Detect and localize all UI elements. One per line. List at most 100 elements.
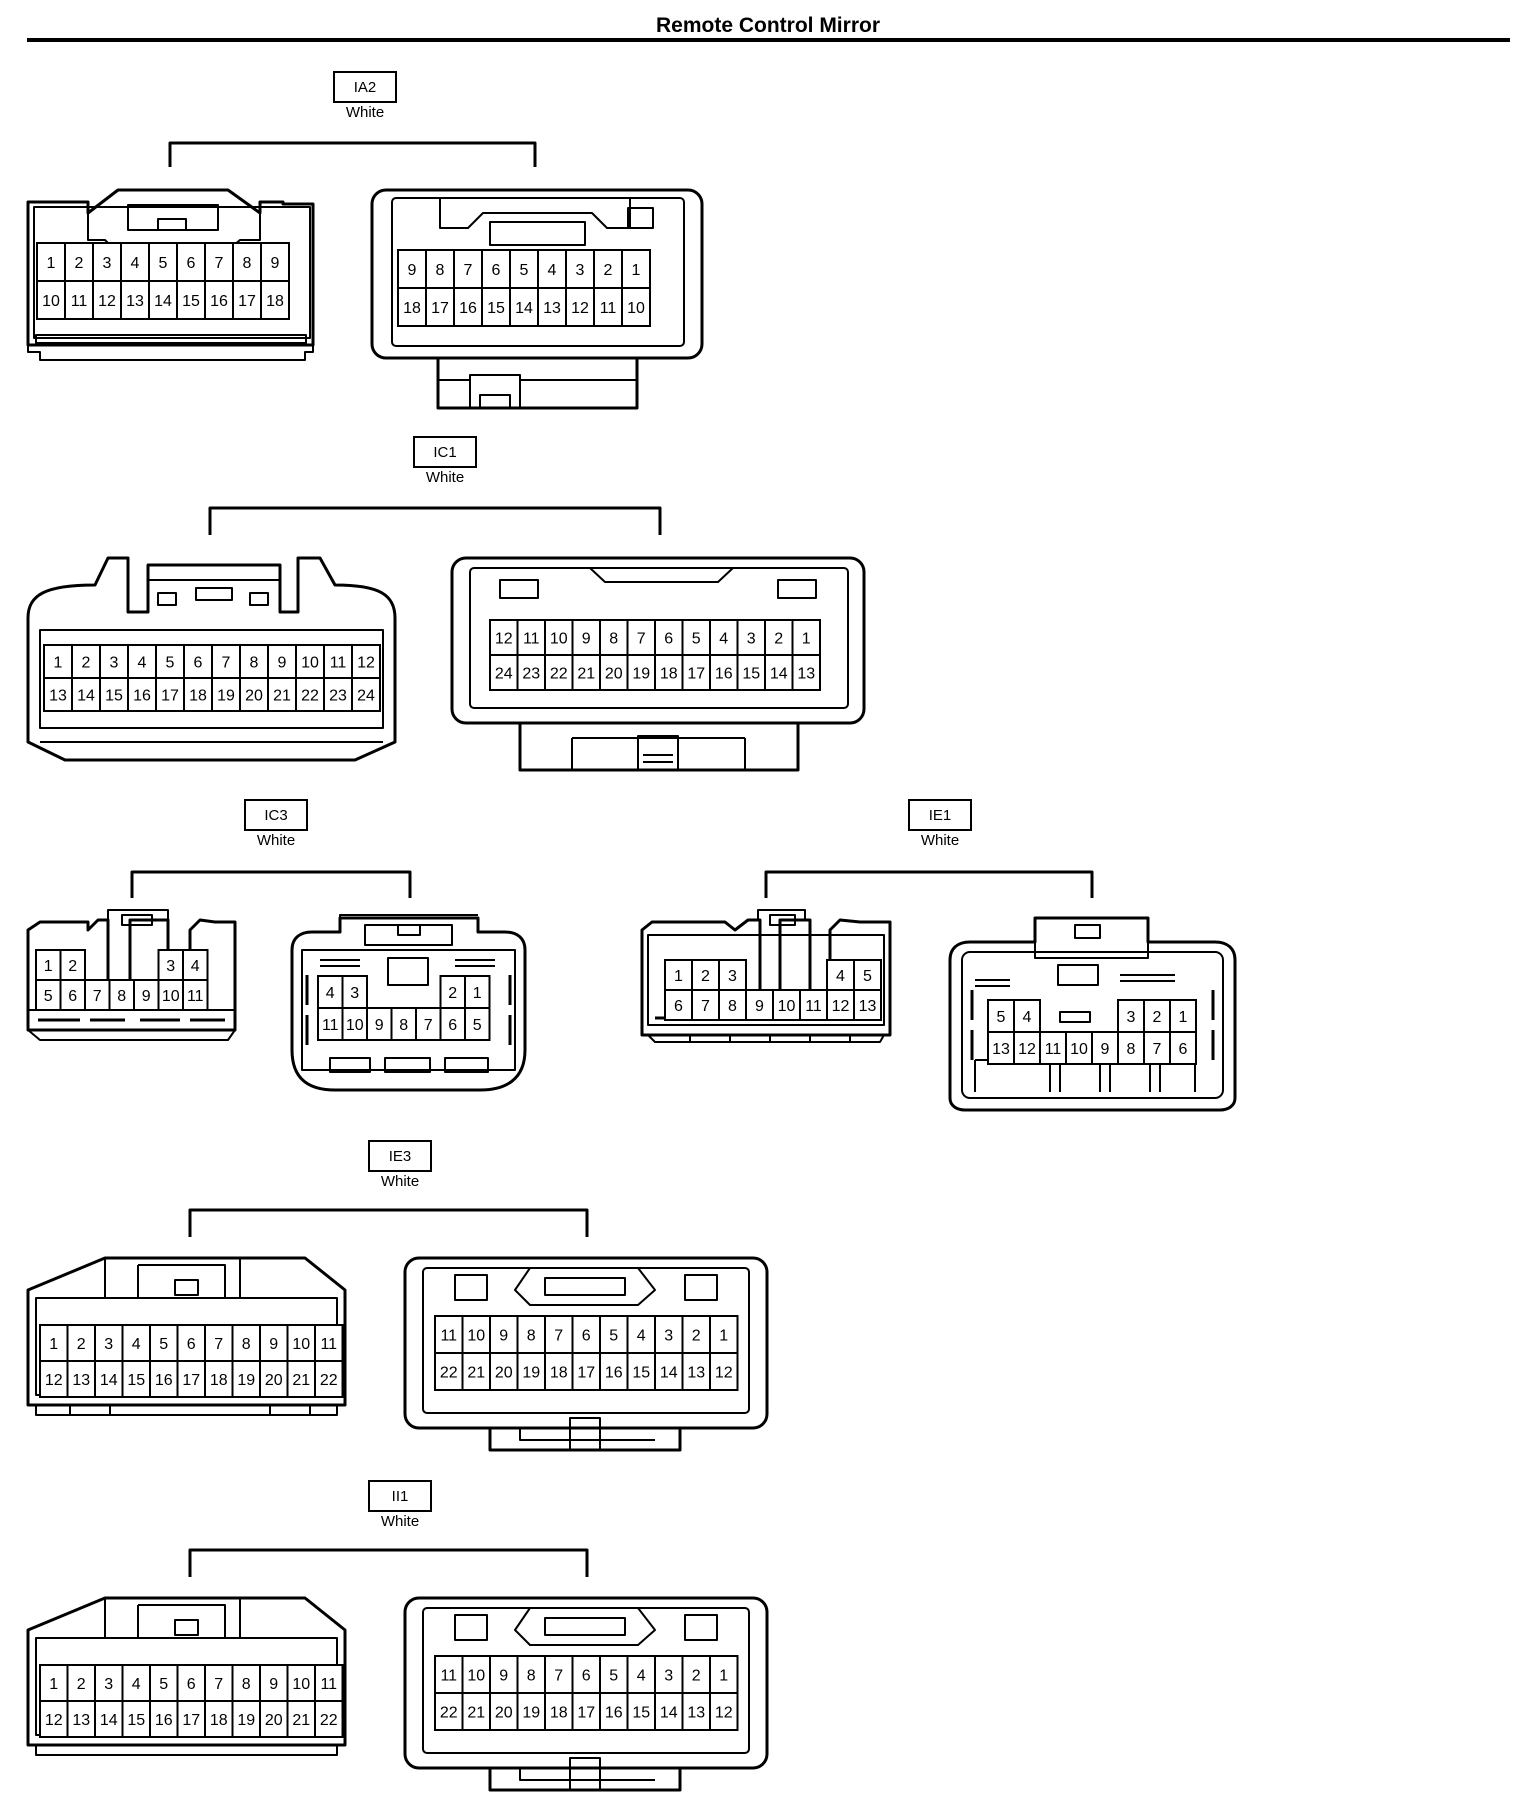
- pin-number: 1: [674, 968, 683, 985]
- pin-cavity: [397, 249, 427, 289]
- pin-cavity: [66, 1700, 96, 1738]
- pin-number: 3: [103, 255, 112, 272]
- pin-number: 18: [550, 1705, 568, 1722]
- pin-number: 13: [687, 1365, 705, 1382]
- pin-number: 9: [1101, 1041, 1110, 1058]
- pin-number: 12: [715, 1705, 733, 1722]
- pin-number: 10: [42, 293, 60, 310]
- connector-id-box-ii1: [368, 1480, 432, 1512]
- pin-number: 18: [210, 1372, 228, 1389]
- pin-number: 1: [632, 262, 641, 279]
- pin-cavity: [176, 1360, 206, 1398]
- pin-number: 7: [214, 1336, 223, 1353]
- pin-cavity: [182, 979, 209, 1011]
- pin-number: 11: [322, 1017, 339, 1034]
- ic3-right-housing: [290, 914, 527, 1092]
- pin-number: 15: [632, 1365, 650, 1382]
- pin-cavity: [425, 287, 455, 327]
- pin-number: 6: [582, 1668, 591, 1685]
- pin-cavity: [489, 654, 519, 691]
- pin-number: 7: [701, 998, 710, 1015]
- pin-number: 12: [571, 300, 589, 317]
- pin-number: 11: [600, 300, 617, 317]
- pin-cavity: [127, 644, 157, 679]
- pin-number: 8: [436, 262, 445, 279]
- connector-ia2: [26, 141, 704, 410]
- pin-number: 8: [728, 998, 737, 1015]
- pin-cavity: [314, 1360, 344, 1398]
- pin-number: 2: [75, 255, 84, 272]
- pin-number: 9: [142, 988, 151, 1005]
- pin-number: 3: [350, 985, 359, 1002]
- pin-number: 11: [320, 1676, 337, 1693]
- pin-number: 4: [138, 655, 147, 672]
- pin-number: 2: [774, 631, 783, 648]
- pin-cavity: [286, 1700, 316, 1738]
- pin-number: 11: [440, 1668, 457, 1685]
- connector-id-box-ie3: [368, 1140, 432, 1172]
- pin-number: 16: [210, 293, 228, 310]
- pin-cavity: [120, 280, 150, 320]
- connector-id-ie1: IE1: [929, 807, 952, 824]
- connector-ie1: [640, 870, 1237, 1112]
- pin-number: 3: [166, 958, 175, 975]
- pin-cavity: [99, 677, 129, 712]
- pin-number: 19: [237, 1712, 255, 1729]
- pin-number: 21: [292, 1372, 310, 1389]
- pin-cavity: [736, 619, 766, 656]
- pin-number: 6: [187, 1336, 196, 1353]
- pin-cavity: [853, 959, 882, 991]
- pin-number: 8: [250, 655, 259, 672]
- connector-id-box-ic3: [244, 799, 308, 831]
- pin-cavity: [149, 1360, 179, 1398]
- pin-number: 6: [187, 255, 196, 272]
- pin-number: 9: [755, 998, 764, 1015]
- pin-number: 22: [301, 688, 319, 705]
- pin-cavity: [94, 1700, 124, 1738]
- pin-cavity: [92, 280, 122, 320]
- pin-number: 16: [155, 1712, 173, 1729]
- pin-number: 2: [68, 958, 77, 975]
- pin-number: 21: [577, 666, 595, 683]
- pin-number: 4: [1023, 1009, 1032, 1026]
- pin-number: 15: [127, 1372, 145, 1389]
- pin-cavity: [314, 1324, 344, 1362]
- pin-cavity: [259, 1360, 289, 1398]
- ia2-right-housing: [370, 188, 704, 410]
- ic1-right-housing: [450, 556, 866, 772]
- pin-number: 10: [162, 988, 180, 1005]
- pin-number: 6: [582, 1328, 591, 1345]
- pin-cavity: [621, 287, 651, 327]
- pin-number: 6: [187, 1676, 196, 1693]
- pin-number: 16: [605, 1705, 623, 1722]
- pin-cavity: [66, 1324, 96, 1362]
- pin-number: 5: [609, 1668, 618, 1685]
- pin-cavity: [987, 1031, 1015, 1065]
- pin-number: 10: [550, 631, 568, 648]
- pin-number: 8: [527, 1328, 536, 1345]
- pin-cavity: [709, 1352, 739, 1391]
- pin-number: 15: [127, 1712, 145, 1729]
- pin-number: 11: [330, 655, 347, 672]
- pin-number: 13: [49, 688, 67, 705]
- pin-number: 4: [637, 1668, 646, 1685]
- pin-cavity: [59, 949, 86, 981]
- pin-number: 17: [577, 1365, 595, 1382]
- pin-cavity: [681, 1655, 711, 1694]
- pin-number: 3: [664, 1668, 673, 1685]
- pin-number: 16: [133, 688, 151, 705]
- pin-number: 13: [797, 666, 815, 683]
- pin-cavity: [259, 1664, 289, 1702]
- pin-cavity: [544, 1352, 574, 1391]
- pin-cavity: [464, 975, 491, 1009]
- pin-cavity: [544, 654, 574, 691]
- pin-number: 11: [1045, 1041, 1062, 1058]
- pin-number: 17: [431, 300, 449, 317]
- connector-id-ie3: IE3: [389, 1148, 412, 1165]
- pin-number: 17: [238, 293, 256, 310]
